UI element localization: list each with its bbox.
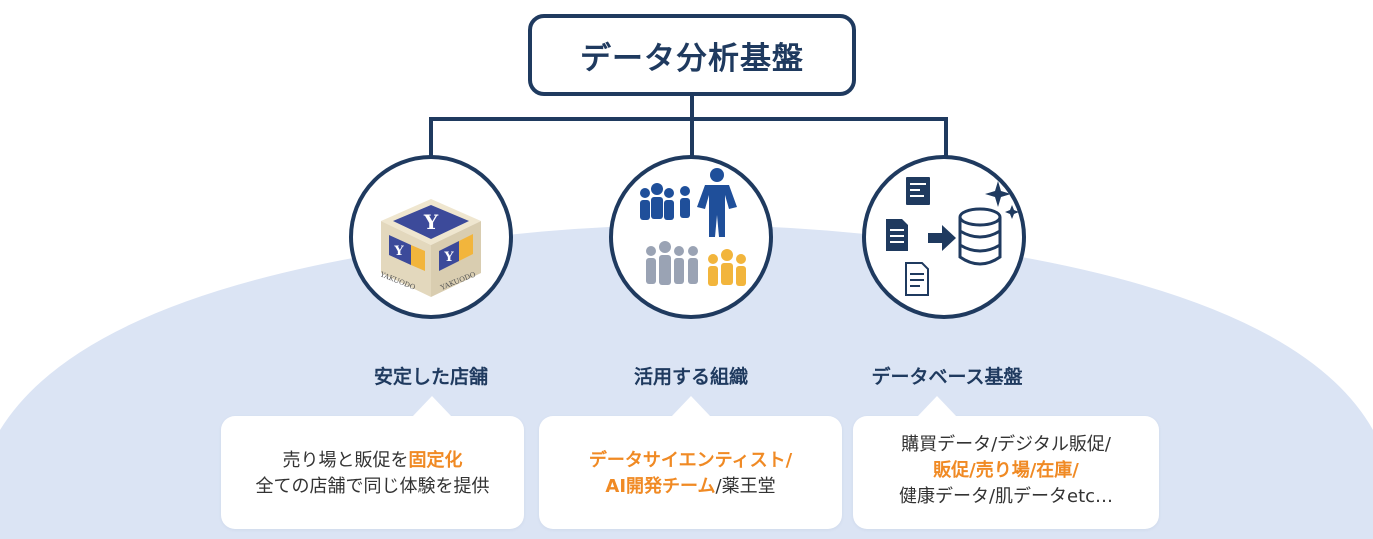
database-description-card: 購買データ/デジタル販促/ 販促/売り場/在庫/ 健康データ/肌データetc… <box>853 396 1159 529</box>
card-pointer <box>412 396 452 417</box>
connector-horizontal <box>429 117 948 121</box>
connector-left <box>429 117 433 157</box>
db-card-line-2: 販促/売り場/在庫/ <box>933 460 1079 481</box>
pillar-label-database: データベース基盤 <box>871 366 1023 388</box>
organization-circle <box>609 155 773 319</box>
store-card-line-2: 全ての店舗で同じ体験を提供 <box>255 476 490 497</box>
connector-center <box>690 117 694 157</box>
org-card-line-1: データサイエンティスト/ <box>588 450 793 471</box>
store-description-card: 売り場と販促を固定化 全ての店舗で同じ体験を提供 <box>221 396 524 529</box>
people-team-icon <box>640 168 746 286</box>
db-card-line-1: 購買データ/デジタル販促/ <box>901 434 1111 455</box>
yakuodo-cube-icon: Y Y Y YAKUODO YAKUODO <box>378 199 481 297</box>
data-platform-title: データ分析基盤 <box>580 40 804 77</box>
pillar-label-store: 安定した店舗 <box>373 366 488 388</box>
organization-description-card: データサイエンティスト/ AI開発チーム/薬王堂 <box>539 396 842 529</box>
database-circle <box>862 155 1026 319</box>
connector-right <box>944 117 948 157</box>
store-card-line-1: 売り場と販促を固定化 <box>282 450 463 471</box>
database-icon <box>886 177 1019 296</box>
store-circle: Y Y Y YAKUODO YAKUODO <box>349 155 513 319</box>
pillar-label-organization: 活用する組織 <box>633 366 748 388</box>
db-card-line-3: 健康データ/肌データetc… <box>898 486 1114 507</box>
svg-text:Y: Y <box>443 250 454 265</box>
svg-text:Y: Y <box>393 244 404 259</box>
data-platform-title-box: データ分析基盤 <box>528 14 856 96</box>
connector-vertical-main <box>690 96 694 120</box>
card-pointer <box>917 396 957 417</box>
org-card-line-2: AI開発チーム/薬王堂 <box>605 476 776 497</box>
card-pointer <box>671 396 711 417</box>
svg-text:Y: Y <box>423 210 439 234</box>
